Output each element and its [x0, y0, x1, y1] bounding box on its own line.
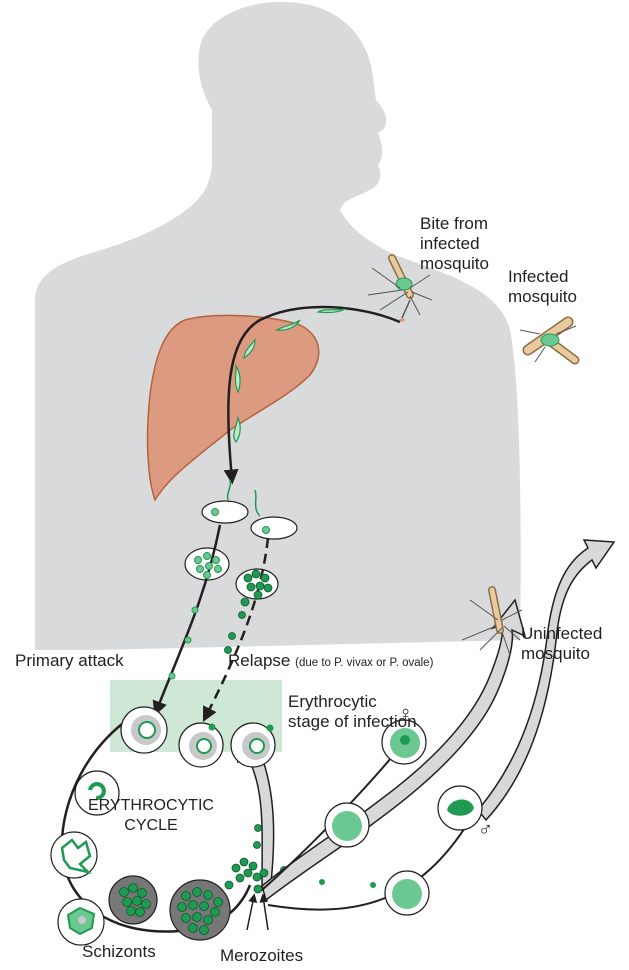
- schizont-merozoite: [178, 903, 187, 912]
- schizont-merozoite: [182, 892, 191, 901]
- schizont-merozoite: [193, 888, 202, 897]
- merozoites-label: Merozoites: [220, 946, 303, 966]
- schizont-merozoite: [123, 898, 132, 907]
- infected-mosquito-label: Infected mosquito: [508, 267, 577, 307]
- schizont-merozoite: [211, 908, 220, 917]
- schizont-merozoite: [120, 888, 129, 897]
- schizont-merozoite: [189, 901, 198, 910]
- female-symbol: ♀: [398, 704, 413, 724]
- erythrocytic-cycle-label: ERYTHROCYTIC CYCLE: [88, 796, 214, 836]
- male-symbol: ♂: [478, 820, 493, 840]
- schizont-merozoite: [200, 902, 209, 911]
- schizont-merozoite: [189, 924, 198, 933]
- uninfected-mosquito-label: Uninfected mosquito: [521, 624, 602, 664]
- schizont-merozoite: [136, 908, 145, 917]
- schizont-merozoite: [200, 926, 209, 935]
- primary-attack-label: Primary attack: [15, 651, 124, 671]
- schizont-merozoite: [193, 913, 202, 922]
- relapse-label: Relapse (due to P. vivax or P. ovale): [228, 651, 433, 673]
- schizont-merozoite: [182, 914, 191, 923]
- schizont-merozoite: [138, 889, 147, 898]
- relapse-note: (due to P. vivax or P. ovale): [295, 657, 433, 669]
- schizont-merozoite: [129, 884, 138, 893]
- schizont-merozoite: [214, 898, 223, 907]
- merozoite-pointer-left: [247, 896, 254, 930]
- merozoite-pointer-right: [263, 896, 268, 930]
- bite-label: Bite from infected mosquito: [420, 214, 489, 274]
- schizont-merozoite: [127, 907, 136, 916]
- schizont-merozoite: [204, 891, 213, 900]
- relapse-text: Relapse: [228, 651, 290, 670]
- schizont-merozoite: [204, 916, 213, 925]
- infected-mosquito: [520, 322, 576, 362]
- schizont-merozoite: [133, 897, 142, 906]
- schizont-merozoite: [142, 900, 151, 909]
- schizonts-label: Schizonts: [82, 942, 156, 962]
